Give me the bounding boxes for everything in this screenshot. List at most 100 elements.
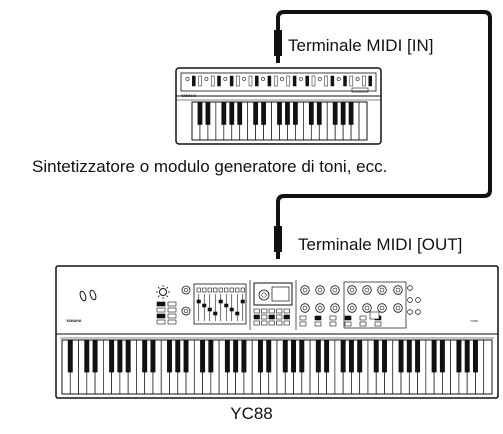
synthesizer-illustration: YAMAHA bbox=[175, 67, 382, 145]
knob-cap-icon bbox=[302, 287, 308, 293]
button-icon bbox=[276, 314, 283, 320]
black-key bbox=[241, 340, 247, 373]
synth-panel-frame bbox=[180, 72, 377, 92]
synth-caption: Sintetizzatore o modulo generatore di to… bbox=[32, 157, 388, 176]
black-key bbox=[285, 102, 290, 125]
synth-knob-icon bbox=[223, 77, 228, 81]
knob-cap-icon bbox=[364, 287, 370, 293]
black-key bbox=[109, 340, 115, 373]
effects-frame bbox=[343, 281, 407, 329]
black-key bbox=[293, 102, 298, 125]
black-key bbox=[224, 340, 230, 373]
button-icon bbox=[196, 287, 201, 293]
device-name-label: YC88 bbox=[230, 404, 273, 423]
indicator-icon bbox=[415, 309, 421, 315]
button-icon bbox=[213, 287, 218, 293]
button-icon bbox=[167, 307, 177, 313]
black-key bbox=[439, 340, 445, 373]
button-icon bbox=[167, 319, 177, 325]
synth-knob-icon bbox=[261, 77, 266, 81]
black-key bbox=[299, 340, 305, 373]
synth-slider-icon bbox=[305, 75, 309, 87]
knob-icon bbox=[181, 285, 191, 295]
knob-icon bbox=[181, 306, 191, 316]
display-screen bbox=[271, 286, 290, 302]
indicator-icon bbox=[407, 285, 413, 291]
synth-slider-icon bbox=[217, 75, 221, 87]
drawbar-frame bbox=[193, 283, 247, 325]
knob-icon bbox=[393, 285, 403, 295]
button-icon bbox=[156, 319, 166, 325]
knob-cap-icon bbox=[183, 287, 189, 293]
knob-icon bbox=[393, 303, 403, 313]
midi-in-label: Terminale MIDI [IN] bbox=[288, 36, 434, 55]
midi-cable bbox=[276, 10, 492, 226]
black-key bbox=[150, 340, 156, 373]
button-icon bbox=[196, 299, 201, 304]
black-key bbox=[315, 340, 321, 373]
knob-cap-icon bbox=[364, 305, 370, 311]
midi-out-plug-icon bbox=[274, 226, 282, 259]
knob-icon bbox=[362, 303, 372, 313]
button-icon bbox=[329, 315, 337, 321]
black-key bbox=[266, 340, 272, 373]
black-key bbox=[406, 340, 412, 373]
black-key bbox=[398, 340, 404, 373]
synth-knob-icon bbox=[298, 77, 303, 81]
knob-icon bbox=[330, 285, 340, 295]
black-key bbox=[175, 340, 181, 373]
button-icon bbox=[202, 287, 207, 293]
button-icon bbox=[261, 320, 268, 326]
synth-keybed bbox=[191, 101, 368, 141]
indicator-icon bbox=[407, 309, 413, 315]
button-icon bbox=[268, 314, 275, 320]
button-icon bbox=[359, 315, 367, 321]
synth-brand-logo: YAMAHA bbox=[181, 94, 197, 98]
button-icon bbox=[235, 311, 240, 316]
knob-cap-icon bbox=[332, 287, 338, 293]
button-icon bbox=[329, 321, 337, 327]
button-icon bbox=[268, 320, 275, 326]
knob-cap-icon bbox=[317, 287, 323, 293]
synth-slider-icon bbox=[343, 75, 347, 87]
knob-cap-icon bbox=[395, 305, 401, 311]
synth-knob-icon bbox=[185, 77, 190, 81]
wheels-icon bbox=[79, 289, 97, 302]
black-key bbox=[316, 102, 322, 125]
button-icon bbox=[253, 308, 260, 314]
synth-slider-icon bbox=[198, 75, 202, 87]
black-key bbox=[125, 340, 131, 373]
black-key bbox=[308, 102, 314, 125]
button-icon bbox=[344, 315, 352, 321]
synth-slider-icon bbox=[311, 75, 316, 87]
button-icon bbox=[202, 303, 207, 308]
button-icon bbox=[299, 321, 307, 327]
black-key bbox=[472, 340, 478, 373]
synth-slider-icon bbox=[255, 75, 259, 87]
black-key bbox=[373, 340, 379, 373]
black-key bbox=[183, 340, 189, 373]
knob-cap-icon bbox=[379, 287, 385, 293]
black-key bbox=[291, 340, 297, 373]
ray-line bbox=[166, 295, 169, 298]
button-icon bbox=[240, 299, 245, 304]
black-key bbox=[221, 102, 227, 125]
synth-knob-icon bbox=[242, 77, 247, 81]
synth-slider-icon bbox=[210, 75, 215, 87]
black-key bbox=[257, 340, 263, 373]
button-icon bbox=[218, 299, 223, 304]
indicator-icon bbox=[415, 297, 421, 303]
black-key bbox=[233, 340, 239, 373]
button-icon bbox=[167, 313, 177, 319]
black-key bbox=[67, 340, 73, 373]
rotary-speaker-icon bbox=[159, 288, 167, 296]
black-key bbox=[208, 340, 214, 373]
knob-icon bbox=[330, 303, 340, 313]
synth-knob-icon bbox=[317, 77, 322, 81]
ray-line bbox=[157, 286, 160, 289]
ray-line bbox=[157, 295, 160, 298]
knob-cap-icon bbox=[183, 308, 189, 314]
button-icon bbox=[359, 321, 367, 327]
knob-icon bbox=[362, 285, 372, 295]
yc88-model-logo: YC88 bbox=[470, 319, 478, 323]
